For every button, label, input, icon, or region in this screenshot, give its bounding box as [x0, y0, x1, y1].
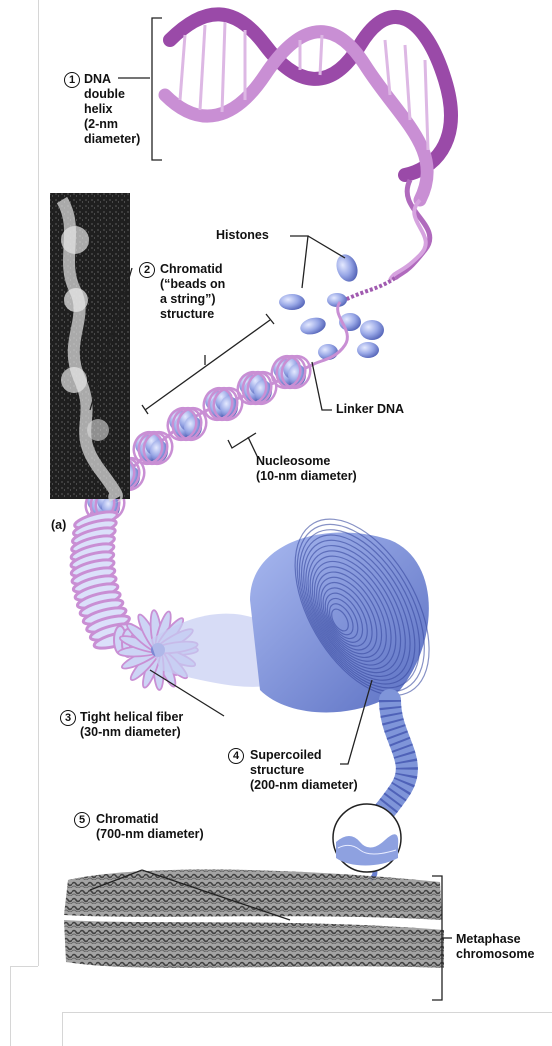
histones-label: Histones [216, 228, 269, 243]
nucleosome-label: Nucleosome (10-nm diameter) [256, 454, 357, 484]
step-3-label: Tight helical fiber (30-nm diameter) [80, 710, 183, 740]
chromatid-micrograph [50, 193, 130, 499]
step-4-number: 4 [228, 748, 244, 764]
step-2-number: 2 [139, 262, 155, 278]
histones [279, 251, 384, 365]
step-4-label: Supercoiled structure (200-nm diameter) [250, 748, 358, 793]
nucleosome-bead [233, 368, 280, 408]
step-1-number: 1 [64, 72, 80, 88]
linker-dna-label: Linker DNA [336, 402, 404, 417]
dna-double-helix [165, 14, 451, 302]
step-5-label: Chromatid (700-nm diameter) [96, 812, 204, 842]
nucleosome-bead [267, 352, 314, 392]
metaphase-label: Metaphase chromosome [456, 932, 552, 962]
step-5-number: 5 [74, 812, 90, 828]
step-1-label: DNA double helix (2-nm diameter) [84, 72, 140, 147]
step-2-label: Chromatid (“beads on a string”) structur… [160, 262, 225, 322]
panel-label: (a) [51, 518, 66, 533]
step-3-number: 3 [60, 710, 76, 726]
